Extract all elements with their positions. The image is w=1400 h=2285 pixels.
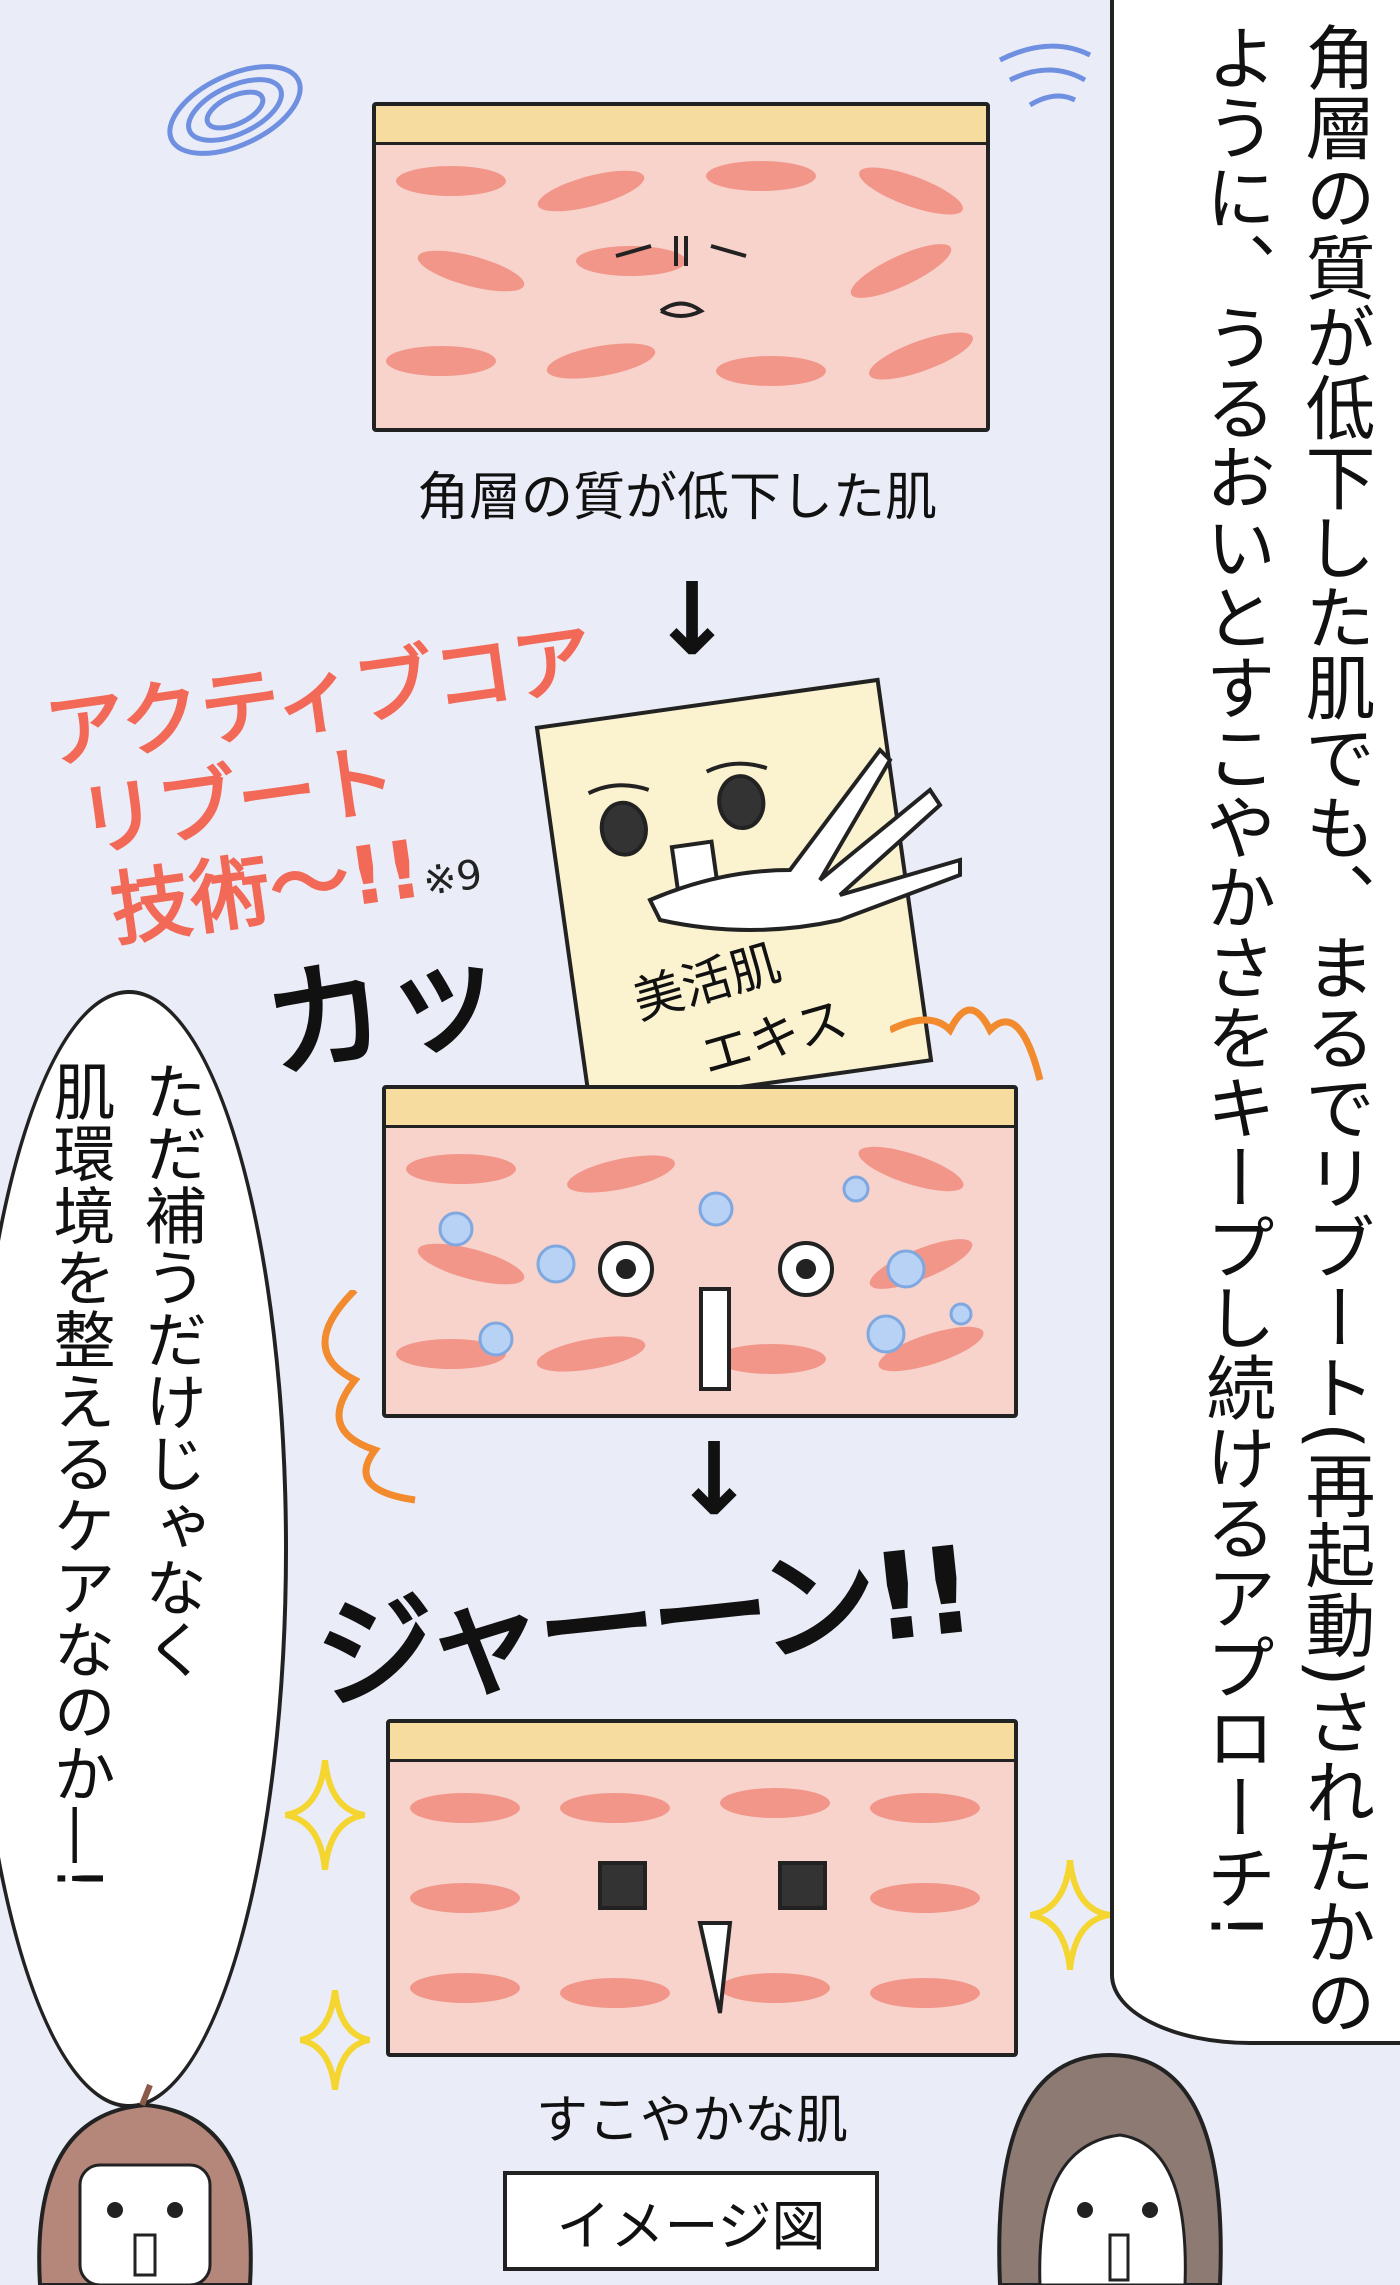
hand-icon — [647, 746, 962, 932]
narration-text: 角層の質が低下した肌でも、まるでリブート(再起動)されたかの ように、うるおいと… — [1191, 22, 1378, 2122]
bubble-line-1: ただ補うだけじゃなく — [134, 1060, 207, 1680]
skin-panel-after — [386, 1719, 1018, 2057]
speech-bubble-left — [0, 990, 288, 2108]
swirl-icon — [998, 43, 1092, 108]
happy-face-icon — [598, 1861, 827, 2014]
product-face-icon — [587, 761, 768, 895]
bubble-line-2: 肌環境を整えるケアなのか—! — [42, 1060, 116, 1891]
skin-panel-middle — [382, 1085, 1018, 1418]
narration-line-1: 角層の質が低下した肌でも、まるでリブート(再起動)されたかの — [1294, 22, 1376, 2037]
bubbles-icon — [438, 1175, 973, 1357]
sparkle-icon — [1030, 1860, 1110, 1970]
swirl-icon — [167, 64, 303, 156]
character-left-avatar — [37, 2083, 253, 2285]
character-right-avatar — [997, 2052, 1223, 2285]
speech-bubble-text: ただ補うだけじゃなく 肌環境を整えるケアなのか—! — [40, 1060, 209, 2060]
narration-line-2: ように、うるおいとすこやかさをキープし続けるアプローチ! — [1194, 22, 1277, 1941]
caption-before: 角層の質が低下した肌 — [416, 468, 938, 528]
sfx-flash: カッ — [254, 920, 516, 1099]
sad-face-icon — [615, 236, 747, 318]
caption-after: すこやかな肌 — [535, 2091, 849, 2151]
image-label: イメージ図 — [556, 2194, 826, 2258]
arrow-down-icon-2: ↓ — [672, 1421, 756, 1538]
sfx-ta-da: ジャーーン!! — [309, 1521, 976, 1728]
surprised-face-icon — [598, 1241, 834, 1391]
squiggle-icon — [890, 1006, 1044, 1081]
sparkle-icon — [300, 1990, 370, 2090]
product-bottle: 美活肌 エキス — [534, 677, 934, 1111]
squiggle-icon — [321, 1290, 416, 1504]
narration-bubble — [1110, 0, 1400, 2045]
image-label-box: イメージ図 — [503, 2171, 879, 2271]
footnote: ※9 — [420, 851, 486, 906]
arrow-down-icon: ↓ — [650, 561, 734, 678]
sparkle-icon — [285, 1760, 365, 1870]
skin-panel-before — [372, 102, 990, 432]
tech-callout: アクティブコア リブート 技術〜!!※9 — [40, 612, 624, 963]
